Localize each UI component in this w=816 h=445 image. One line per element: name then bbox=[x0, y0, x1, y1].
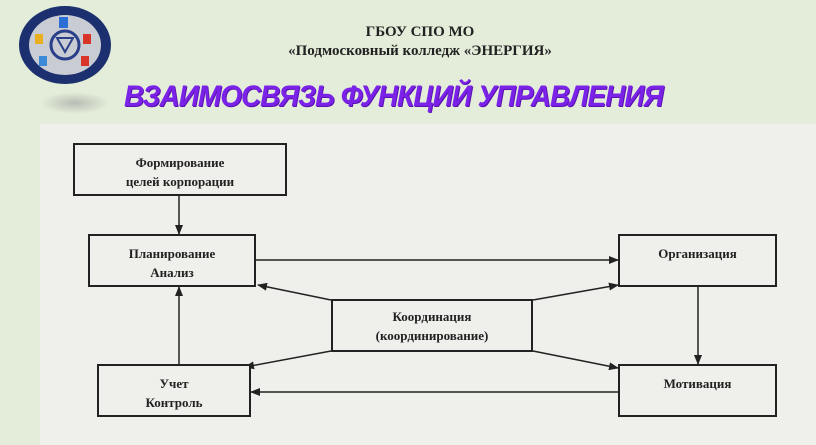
logo-shadow bbox=[40, 92, 110, 114]
box-coordination: Координация (координирование) bbox=[331, 299, 533, 352]
slide-title: ВЗАИМОСВЯЗЬ ФУНКЦИЙ УПРАВЛЕНИЯ bbox=[124, 80, 664, 113]
box-planning: Планирование Анализ bbox=[88, 234, 256, 287]
box-label: Учет bbox=[159, 376, 189, 391]
arrow-coordination-to-organization bbox=[532, 282, 619, 301]
box-control: Учет Контроль bbox=[97, 364, 251, 417]
box-goals-formation: Формирование целей корпорации bbox=[73, 143, 287, 196]
box-label: Координация bbox=[392, 309, 472, 324]
diagram-arrows bbox=[175, 196, 702, 396]
box-organization: Организация bbox=[618, 234, 777, 287]
arrow-coordination-to-planning bbox=[257, 282, 332, 301]
college-logo bbox=[19, 6, 111, 84]
box-label: Организация bbox=[658, 246, 737, 261]
box-label: Мотивация bbox=[663, 376, 732, 391]
box-label: целей корпорации bbox=[125, 174, 235, 189]
box-label: (координирование) bbox=[375, 328, 489, 343]
box-label: Планирование bbox=[128, 246, 216, 261]
org-name-line1: ГБОУ СПО МО bbox=[365, 24, 475, 40]
arrow-coordination-to-motivation bbox=[532, 350, 619, 371]
box-label: Анализ bbox=[150, 265, 194, 280]
management-functions-diagram: Формирование целей корпорации Планирован… bbox=[40, 124, 816, 445]
box-label: Контроль bbox=[145, 395, 203, 410]
arrow-coordination-to-control bbox=[244, 350, 332, 370]
box-label: Формирование bbox=[135, 155, 225, 170]
org-name-line2: «Подмосковный колледж «ЭНЕРГИЯ» bbox=[288, 43, 552, 59]
box-motivation: Мотивация bbox=[618, 364, 777, 417]
